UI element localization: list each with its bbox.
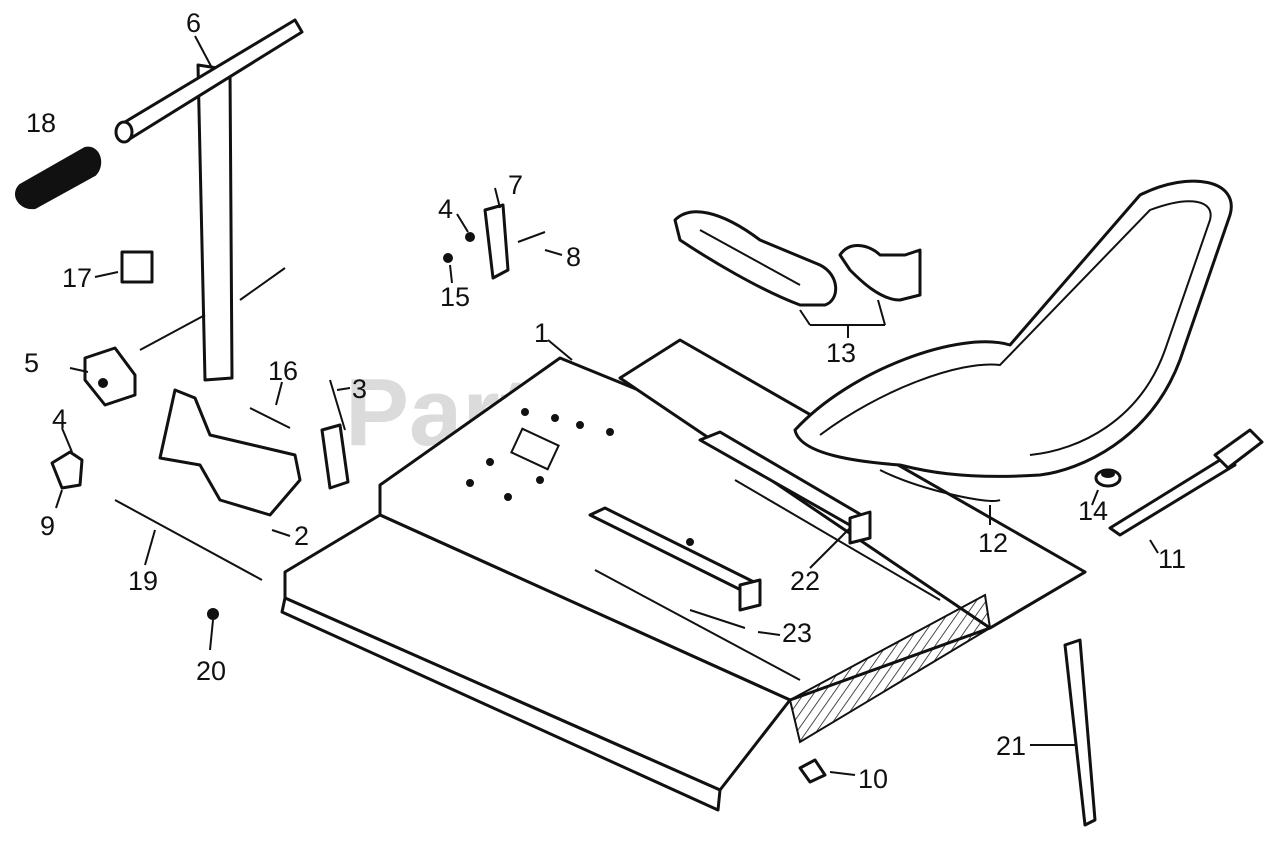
part-3-latch — [320, 379, 350, 490]
part-8-pin — [517, 231, 546, 243]
part-5-block — [83, 346, 137, 407]
part-4-clip-upper — [465, 232, 475, 242]
callout-17: 17 — [62, 263, 92, 293]
part-22-seat-rails — [588, 430, 941, 681]
part-17-block — [120, 250, 154, 284]
part-23-rod — [689, 609, 746, 629]
part-14-bumper — [1094, 468, 1122, 488]
callout-15: 15 — [440, 282, 470, 312]
callout-4-left: 4 — [52, 404, 67, 434]
part-7-plate — [483, 203, 510, 280]
callout-23: 23 — [782, 618, 812, 648]
callout-9: 9 — [40, 511, 55, 541]
part-11-strap — [1108, 428, 1264, 537]
part-2-mount-bracket — [158, 388, 302, 517]
part-1-floor-panel — [280, 338, 1087, 812]
callout-8: 8 — [566, 242, 581, 272]
callout-10: 10 — [858, 764, 888, 794]
part-19-rod — [114, 499, 263, 581]
callout-11: 11 — [1158, 544, 1186, 574]
part-9-bracket — [50, 450, 84, 490]
callout-16: 16 — [268, 356, 298, 386]
callout-2: 2 — [294, 521, 309, 551]
callout-7: 7 — [508, 170, 523, 200]
part-6-lever-frame — [114, 18, 304, 382]
callout-14: 14 — [1078, 496, 1108, 526]
callout-3: 3 — [352, 374, 367, 404]
callout-21: 21 — [996, 731, 1026, 761]
part-12-seat — [793, 179, 1233, 502]
part-13-armrest — [673, 210, 922, 307]
part-21-side-bracket — [1063, 638, 1097, 827]
callout-12: 12 — [978, 528, 1008, 558]
part-16-spring — [249, 407, 291, 429]
callout-labels: 1 2 3 4 4 5 6 7 8 9 10 11 12 13 14 15 16… — [24, 8, 1186, 794]
callout-20: 20 — [196, 656, 226, 686]
callout-4-top: 4 — [438, 194, 453, 224]
callout-19: 19 — [128, 566, 158, 596]
part-20-clip — [207, 608, 219, 620]
callout-6: 6 — [186, 8, 201, 38]
part-10-clip — [798, 758, 827, 784]
callout-1: 1 — [534, 318, 549, 348]
callout-18: 18 — [26, 108, 56, 138]
part-18-handle-grip — [15, 146, 102, 210]
callout-5: 5 — [24, 348, 39, 378]
callout-13: 13 — [826, 338, 856, 368]
part-15-clip — [443, 253, 453, 263]
callout-leaders — [55, 35, 1159, 776]
callout-22: 22 — [790, 566, 820, 596]
